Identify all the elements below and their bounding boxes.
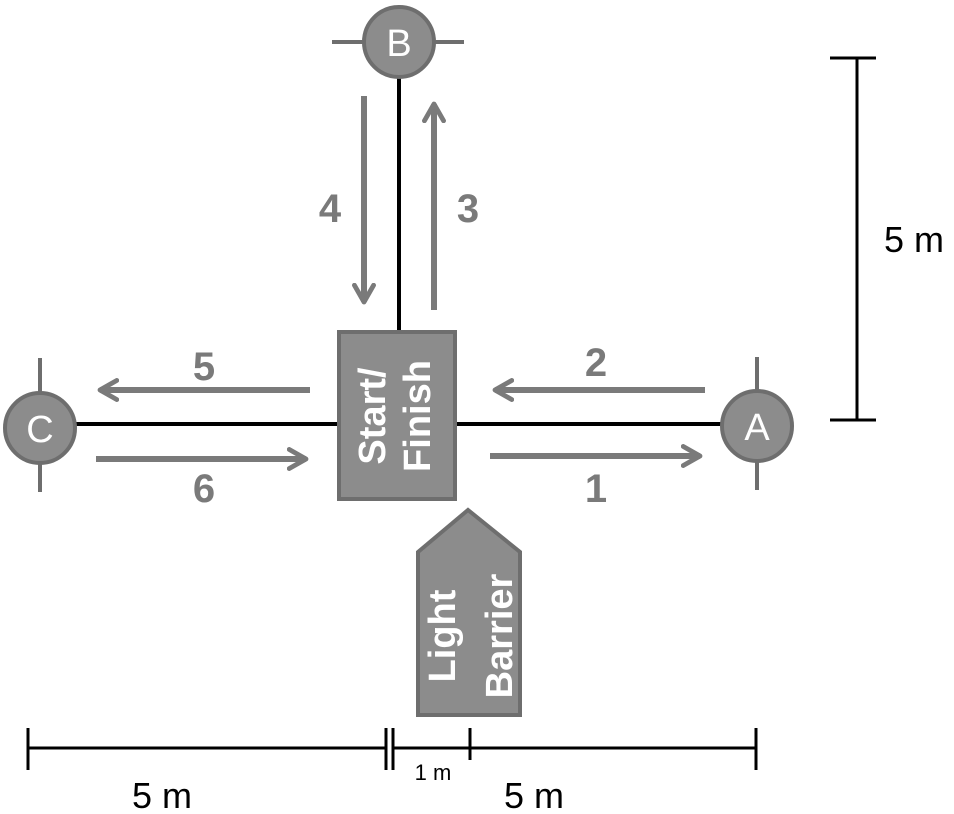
start-finish-label-line1: Start/	[352, 367, 394, 465]
arrow-1-label: 1	[585, 467, 607, 511]
node-b-label: B	[386, 23, 411, 65]
dimension-bottom-right-label: 5 m	[504, 775, 564, 814]
dimension-vertical: 5 m	[830, 56, 944, 422]
node-b: B	[332, 5, 464, 79]
arrow-4-label: 4	[319, 187, 342, 231]
node-a-label: A	[744, 407, 770, 449]
arrow-5-label: 5	[193, 345, 215, 389]
light-barrier: Light Barrier	[416, 507, 522, 717]
arrow-2-label: 2	[585, 341, 607, 385]
node-c-label: C	[26, 409, 53, 451]
node-c: C	[3, 358, 77, 492]
arrow-6-label: 6	[193, 467, 215, 511]
start-finish-label-line2: Finish	[397, 360, 439, 472]
light-barrier-label-line1: Light	[422, 589, 464, 682]
arrow-3-label: 3	[457, 187, 479, 231]
dimension-bottom: 5 m 1 m 5 m	[26, 728, 758, 814]
start-finish-box: Start/ Finish	[337, 330, 457, 501]
dimension-bottom-mid-label: 1 m	[415, 760, 452, 785]
dimension-vertical-label: 5 m	[884, 219, 944, 260]
dimension-bottom-left-label: 5 m	[132, 775, 192, 814]
light-barrier-label-line2: Barrier	[479, 573, 521, 698]
node-a: A	[720, 357, 794, 490]
